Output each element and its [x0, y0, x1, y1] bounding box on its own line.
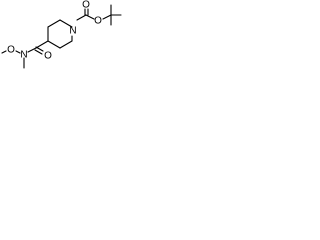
bond-amide-c-o-double-a: [35, 46, 44, 52]
atom-labels: N O O O N O: [7, 0, 102, 62]
atom-label-ring-nitrogen: N: [69, 26, 76, 37]
bond-n-o: [15, 50, 21, 54]
ring-bond-c5-c6: [59, 40, 73, 49]
ring-bond-c2-c3: [47, 19, 61, 28]
bond-c3-amide-carbon: [35, 40, 49, 49]
bond-amide-c-n: [27, 47, 37, 53]
bond-o-tbu-carbon: [102, 14, 112, 20]
piperidine-ring: [47, 19, 73, 49]
bond-n-carbonyl-carbon: [76, 14, 87, 21]
chemical-structure-diagram: N O O O N O: [1, 0, 122, 69]
boc-group: [76, 4, 122, 26]
atom-label-carbamate-carbonyl-oxygen: O: [82, 0, 90, 11]
atom-label-ester-oxygen: O: [94, 16, 102, 27]
ring-bond-c4-c5: [47, 40, 61, 49]
weinreb-amide-group: [1, 40, 49, 69]
bond-o-methyl: [1, 50, 7, 54]
ring-bond-n-c2: [59, 19, 73, 28]
bond-carbamate-c-o-ester: [85, 14, 95, 20]
bond-amide-c-o-double-b: [34, 49, 43, 55]
atom-label-methoxy-oxygen: O: [7, 45, 15, 56]
atom-label-amide-carbonyl-oxygen: O: [44, 51, 52, 62]
atom-label-amide-nitrogen: N: [20, 50, 27, 61]
